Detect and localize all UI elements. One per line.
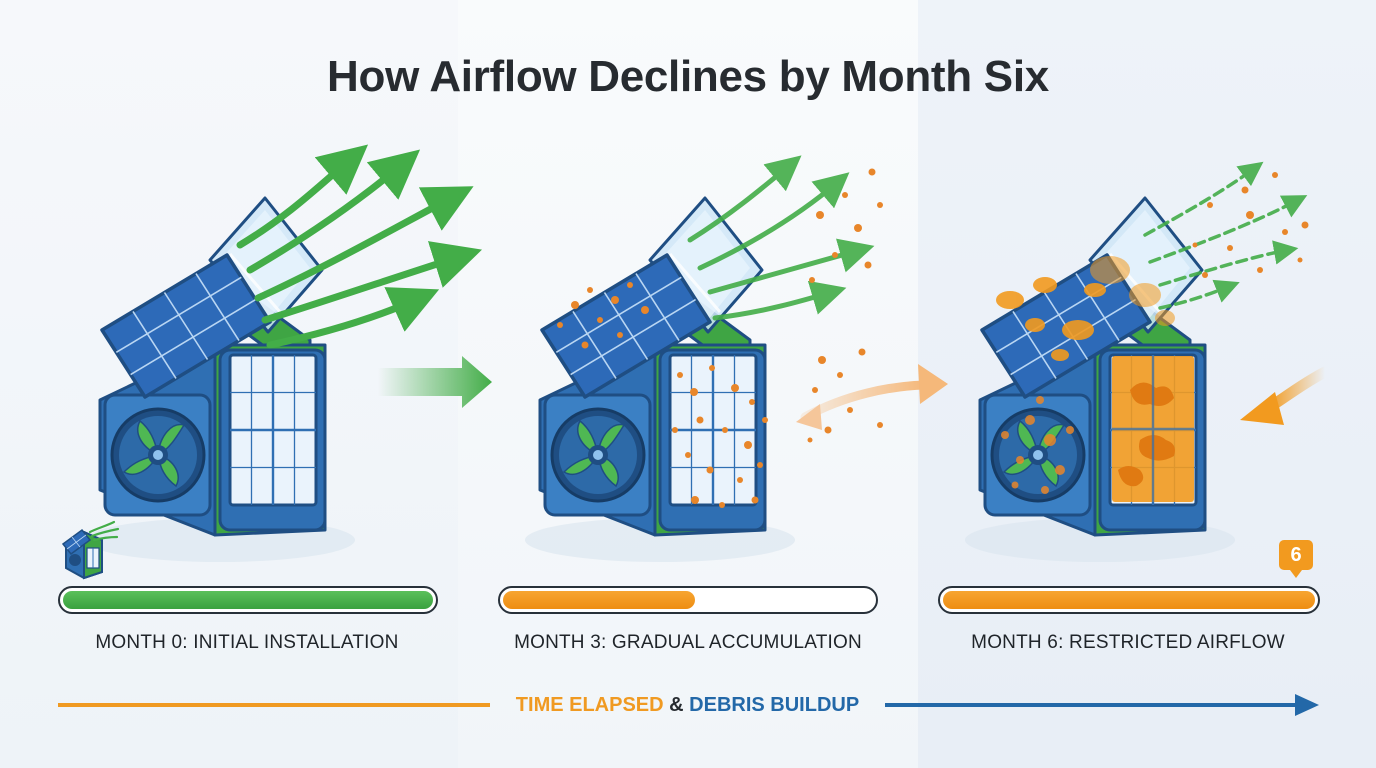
stage-label-month-6: MONTH 6: RESTRICTED AIRFLOW bbox=[971, 632, 1285, 653]
debris-filter-month-3 bbox=[672, 365, 768, 508]
stage-label-month-0: MONTH 0: INITIAL INSTALLATION bbox=[95, 632, 399, 653]
debris-icon bbox=[807, 168, 883, 443]
airflow-arrows-month-6 bbox=[1143, 161, 1308, 310]
incoming-arrow-month-6 bbox=[1240, 366, 1331, 425]
clogged-filter-month-6 bbox=[1112, 356, 1194, 502]
debris-panel-month-3 bbox=[557, 282, 649, 349]
page-title: How Airflow Declines by Month Six bbox=[327, 52, 1049, 101]
timeline-caption: TIME ELAPSED & DEBRIS BUILDUP bbox=[490, 694, 885, 717]
timeline-line-right bbox=[885, 703, 1297, 707]
debris-particles-month-6 bbox=[1192, 172, 1309, 278]
unit-month-6 bbox=[963, 196, 1237, 564]
stage-label-month-3: MONTH 3: GRADUAL ACCUMULATION bbox=[514, 632, 862, 653]
double-arrow-month-3 bbox=[796, 364, 948, 430]
progress-fill-month-3 bbox=[503, 591, 695, 609]
airflow-arrows-month-0 bbox=[236, 144, 483, 349]
progress-fill-month-0 bbox=[63, 591, 433, 609]
unit-month-0 bbox=[83, 196, 357, 564]
dirty-hatch-month-6 bbox=[1090, 256, 1175, 326]
timeline-line-left bbox=[58, 703, 490, 707]
timeline-ampersand: & bbox=[669, 694, 684, 716]
progress-bar-month-0 bbox=[58, 586, 438, 614]
airflow-arrows-month-3 bbox=[687, 155, 875, 321]
progress-bar-month-6 bbox=[938, 586, 1320, 614]
progress-bar-month-3 bbox=[498, 586, 878, 614]
airflow-arrow-icon bbox=[378, 356, 492, 408]
timeline-arrow-head bbox=[1295, 694, 1319, 716]
timeline-debris-buildup: DEBRIS BUILDUP bbox=[689, 694, 860, 716]
solar-panel-icon bbox=[61, 520, 120, 580]
month-six-badge: 6 bbox=[1279, 540, 1313, 578]
dirty-panel-month-6 bbox=[996, 277, 1106, 361]
timeline-time-elapsed: TIME ELAPSED bbox=[515, 694, 664, 716]
progress-fill-month-6 bbox=[943, 591, 1315, 609]
clogged-fan-month-6 bbox=[1001, 396, 1074, 494]
unit-month-3 bbox=[523, 196, 797, 564]
